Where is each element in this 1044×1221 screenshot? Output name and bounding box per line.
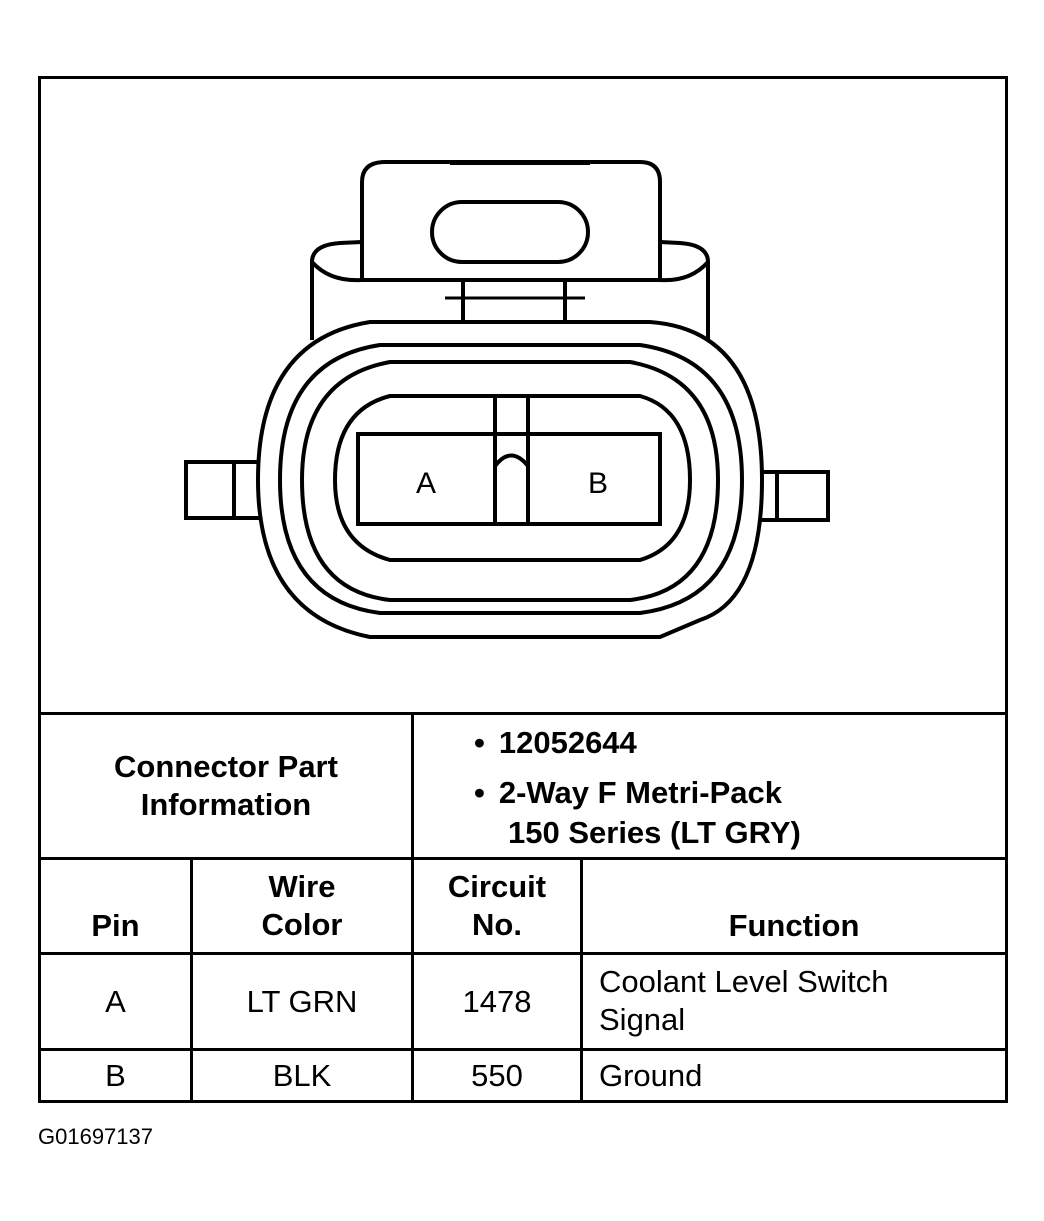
row-b-circuit: 550 xyxy=(471,1057,523,1093)
pin-cavity xyxy=(332,394,693,562)
figure-id: G01697137 xyxy=(38,1124,153,1149)
header-function: Function xyxy=(728,908,860,943)
row-a-function: Coolant Level Switch Signal xyxy=(599,964,889,1037)
row-a-pin: A xyxy=(105,983,126,1019)
row-a-wire-color: LT GRN xyxy=(246,983,358,1019)
right-tab xyxy=(760,470,830,522)
pin-label-a: A xyxy=(416,467,436,500)
connector-info-label: Connector Part Information xyxy=(114,749,338,822)
connector-info-values: •12052644 •2-Way F Metri-Pack 150 Series… xyxy=(414,715,1005,857)
right-cylinder xyxy=(659,240,710,345)
row-b-function: Ground xyxy=(599,1057,703,1093)
description-line2: 150 Series (LT GRY) xyxy=(508,815,801,850)
connector-drawing: A B xyxy=(184,160,830,639)
part-number-item: •12052644 xyxy=(474,725,637,760)
body-ring-2 xyxy=(277,343,745,615)
description-line1: 2-Way F Metri-Pack xyxy=(498,775,782,810)
left-tab xyxy=(184,460,260,520)
description-item: •2-Way F Metri-Pack xyxy=(474,775,782,810)
pin-label-b: B xyxy=(588,467,608,500)
row-b-pin: B xyxy=(105,1057,126,1093)
pin-box xyxy=(356,432,662,526)
diagram-frame: Connector Part Information •12052644 •2-… xyxy=(38,76,1008,1103)
pin-divider xyxy=(493,398,530,524)
latch-stem xyxy=(461,280,567,322)
latch-slot xyxy=(430,200,590,264)
body-ring-3 xyxy=(299,360,721,602)
header-wire-color: Wire Color xyxy=(261,869,343,942)
part-number: 12052644 xyxy=(498,725,637,760)
left-cylinder xyxy=(310,240,363,340)
header-circuit: Circuit No. xyxy=(447,869,547,942)
row-b-wire-color: BLK xyxy=(272,1057,332,1093)
header-pin: Pin xyxy=(91,908,140,943)
row-a-circuit: 1478 xyxy=(462,983,532,1019)
